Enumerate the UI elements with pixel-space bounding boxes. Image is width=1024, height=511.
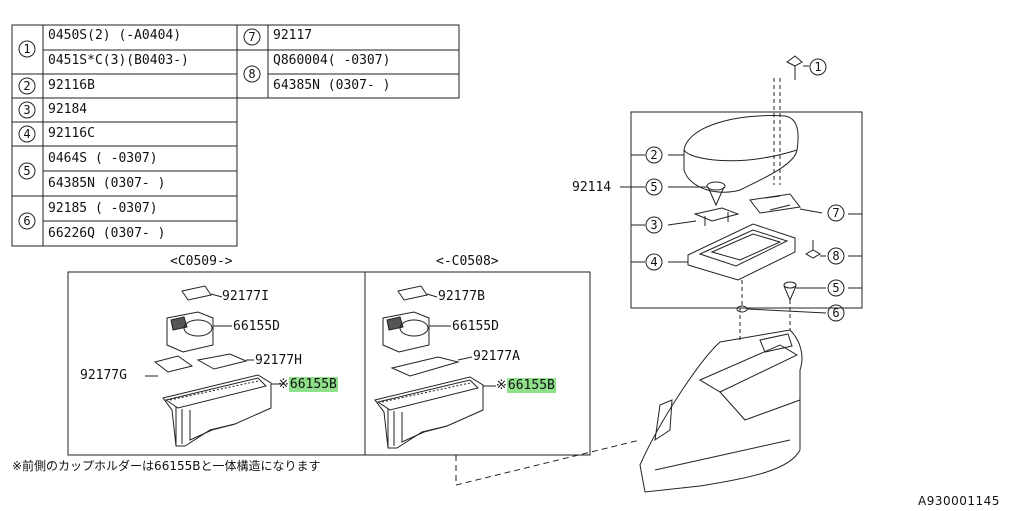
legend-part-1a: 0450S(2) (-A0404) bbox=[48, 28, 182, 43]
legend-key-8: 8 bbox=[248, 67, 255, 81]
left-label-66155b: ※66155B bbox=[278, 377, 338, 392]
panel-frames bbox=[67, 271, 591, 456]
legend-key-1: 1 bbox=[23, 42, 30, 56]
legend-part-5a: 0464S ( -0307) bbox=[48, 151, 158, 166]
left-panel-title: <C0509-> bbox=[170, 254, 233, 269]
callout-7: 7 bbox=[832, 206, 839, 220]
legend-key-3: 3 bbox=[23, 103, 30, 117]
circle-digits: 1 2 3 4 5 6 7 8 1 2 5 3 7 4 8 5 6 bbox=[23, 30, 839, 320]
left-label-92177i: 92177I bbox=[222, 289, 269, 304]
right-panel-title: <-C0508> bbox=[436, 254, 499, 269]
legend-part-6b: 66226Q (0307- ) bbox=[48, 226, 166, 241]
right-label-92177a: 92177A bbox=[473, 349, 520, 364]
callout-4: 4 bbox=[650, 255, 657, 269]
callout-1: 1 bbox=[814, 60, 821, 74]
right-panel-illustration bbox=[374, 285, 496, 449]
right-label-66155b: ※66155B bbox=[496, 378, 556, 393]
right-label-66155d: 66155D bbox=[452, 319, 499, 334]
legend-part-7: 92117 bbox=[273, 28, 313, 43]
legend-circles bbox=[18, 28, 261, 230]
left-label-92177g: 92177G bbox=[80, 368, 127, 383]
right-label-66155b-highlight: 66155B bbox=[506, 378, 556, 393]
left-label-66155b-highlight: 66155B bbox=[288, 377, 338, 392]
footnote: ※前側のカップホルダーは66155Bと一体構造になります bbox=[12, 459, 321, 473]
left-label-92177h: 92177H bbox=[255, 353, 302, 368]
legend-key-6: 6 bbox=[23, 214, 30, 228]
legend-key-4: 4 bbox=[23, 127, 30, 141]
left-note-mark: ※ bbox=[278, 377, 289, 392]
legend-part-3: 92184 bbox=[48, 102, 88, 117]
legend-part-5b: 64385N (0307- ) bbox=[48, 176, 166, 191]
assembly-illustration bbox=[455, 55, 863, 493]
callout-5a: 5 bbox=[650, 180, 657, 194]
legend-part-8a: Q860004( -0307) bbox=[273, 53, 391, 68]
callout-6: 6 bbox=[832, 306, 839, 320]
legend-key-2: 2 bbox=[23, 79, 30, 93]
legend-table-grid bbox=[11, 24, 460, 247]
right-label-92177b: 92177B bbox=[438, 289, 485, 304]
legend-part-4: 92116C bbox=[48, 126, 95, 141]
legend-part-2: 92116B bbox=[48, 78, 95, 93]
legend-part-1b: 0451S*C(3)(B0403-) bbox=[48, 53, 189, 68]
assembly-part-92114: 92114 bbox=[572, 180, 612, 195]
legend-part-8b: 64385N (0307- ) bbox=[273, 78, 391, 93]
legend-part-6a: 92185 ( -0307) bbox=[48, 201, 158, 216]
diagram-id: A930001145 bbox=[918, 494, 1000, 508]
left-label-66155d: 66155D bbox=[233, 319, 280, 334]
callout-2: 2 bbox=[650, 148, 657, 162]
right-note-mark: ※ bbox=[496, 378, 507, 393]
left-panel-illustration bbox=[145, 285, 284, 447]
legend-key-5: 5 bbox=[23, 164, 30, 178]
legend-key-7: 7 bbox=[248, 30, 255, 44]
assembly-callout-circles bbox=[645, 58, 845, 322]
callout-8: 8 bbox=[832, 249, 839, 263]
callout-3: 3 bbox=[650, 218, 657, 232]
callout-5b: 5 bbox=[832, 281, 839, 295]
